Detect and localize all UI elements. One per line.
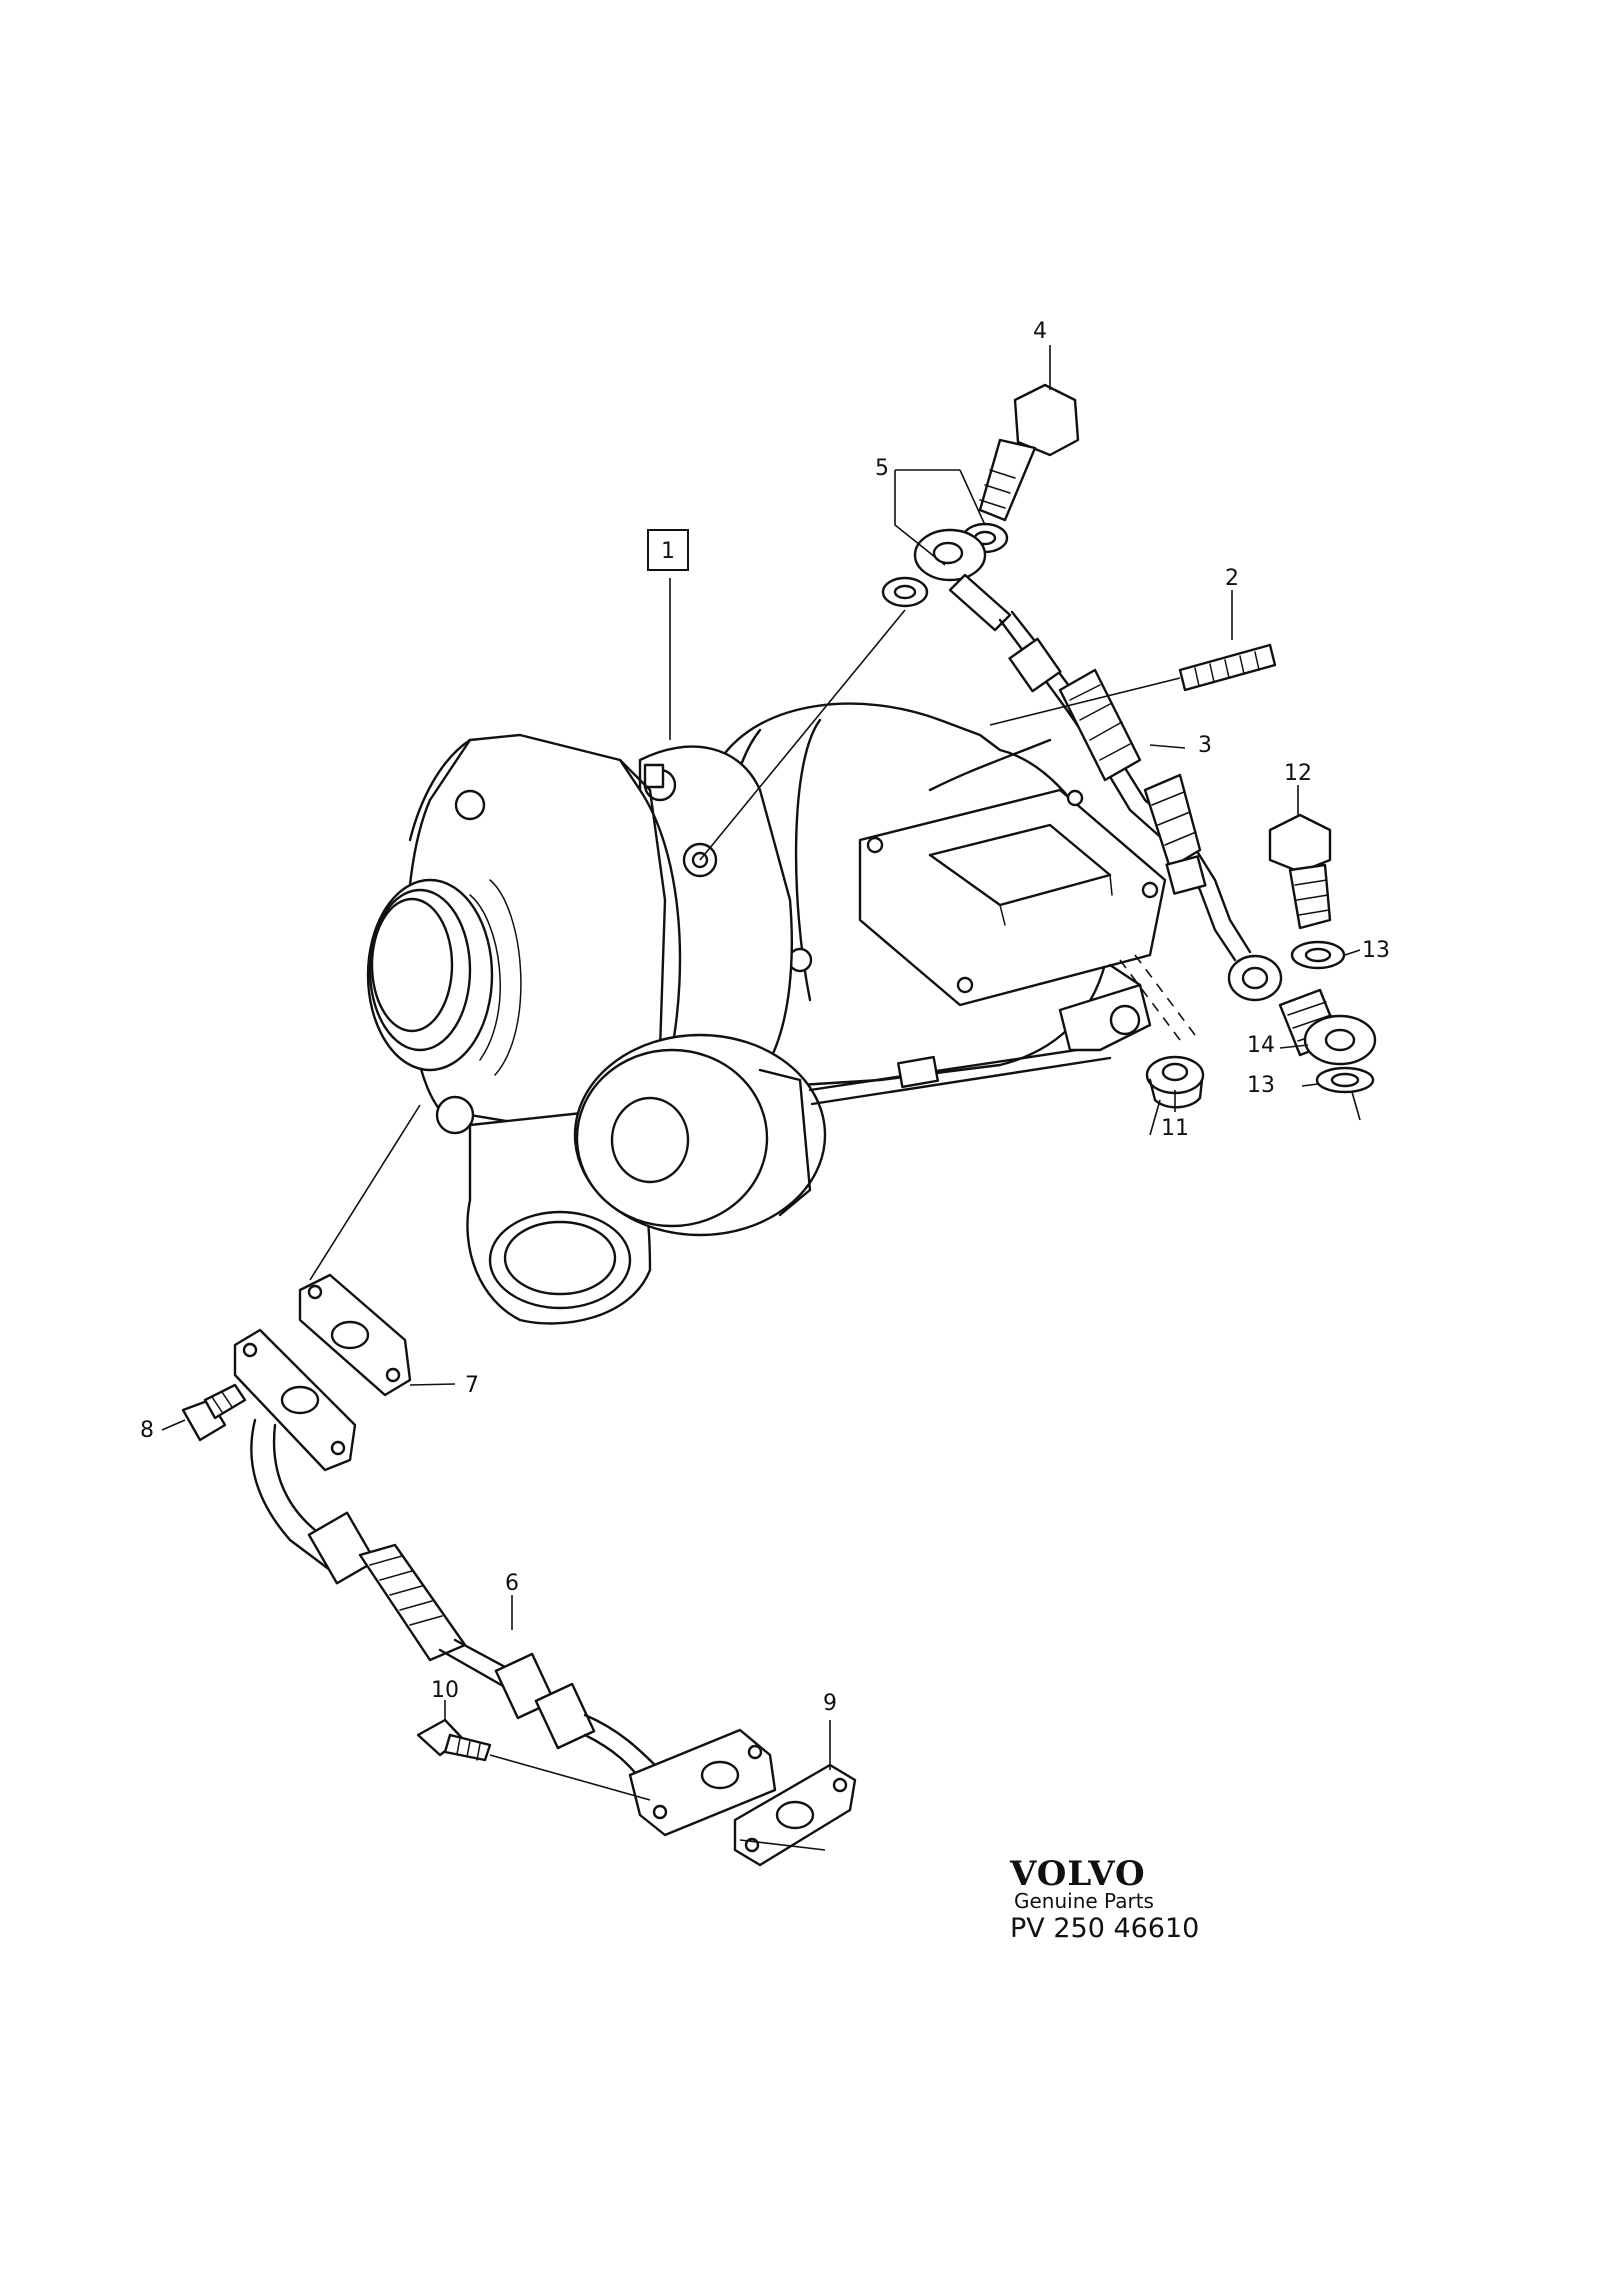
oil-return-pipe (181, 1273, 857, 1867)
brand-block: VOLVO Genuine Parts PV 250 46610 (1009, 1854, 1199, 1944)
callout-9: 9 (823, 1691, 837, 1716)
callout-10: 10 (431, 1678, 459, 1703)
callout-8: 8 (140, 1418, 154, 1443)
callout-13-upper: 13 (1362, 938, 1390, 963)
brand-subtitle: Genuine Parts (1014, 1889, 1154, 1913)
callout-5: 5 (875, 456, 889, 481)
callout-11: 11 (1161, 1116, 1189, 1141)
callout-7: 7 (465, 1373, 479, 1398)
callout-14: 14 (1247, 1033, 1275, 1058)
part-diagram-code: PV 250 46610 (1010, 1913, 1199, 1944)
callout-2: 2 (1225, 566, 1239, 591)
callout-1: 1 (661, 539, 675, 564)
volvo-logo: VOLVO (1009, 1854, 1146, 1894)
turbocharger-assembly (366, 702, 1167, 1325)
callout-6: 6 (505, 1571, 519, 1596)
callout-3: 3 (1198, 733, 1212, 758)
callout-12: 12 (1284, 761, 1312, 786)
leader-lines (161, 345, 1361, 1851)
oil-union-fittings (1119, 813, 1377, 1136)
stud (1178, 643, 1277, 692)
callout-4: 4 (1033, 319, 1047, 344)
oil-feed-pipe (881, 383, 1283, 1002)
callout-13-lower: 13 (1247, 1073, 1275, 1098)
callout-labels: 1 2 3 4 5 6 7 8 9 10 11 12 13 13 14 (140, 319, 1390, 1716)
callout-1-box (647, 529, 689, 571)
